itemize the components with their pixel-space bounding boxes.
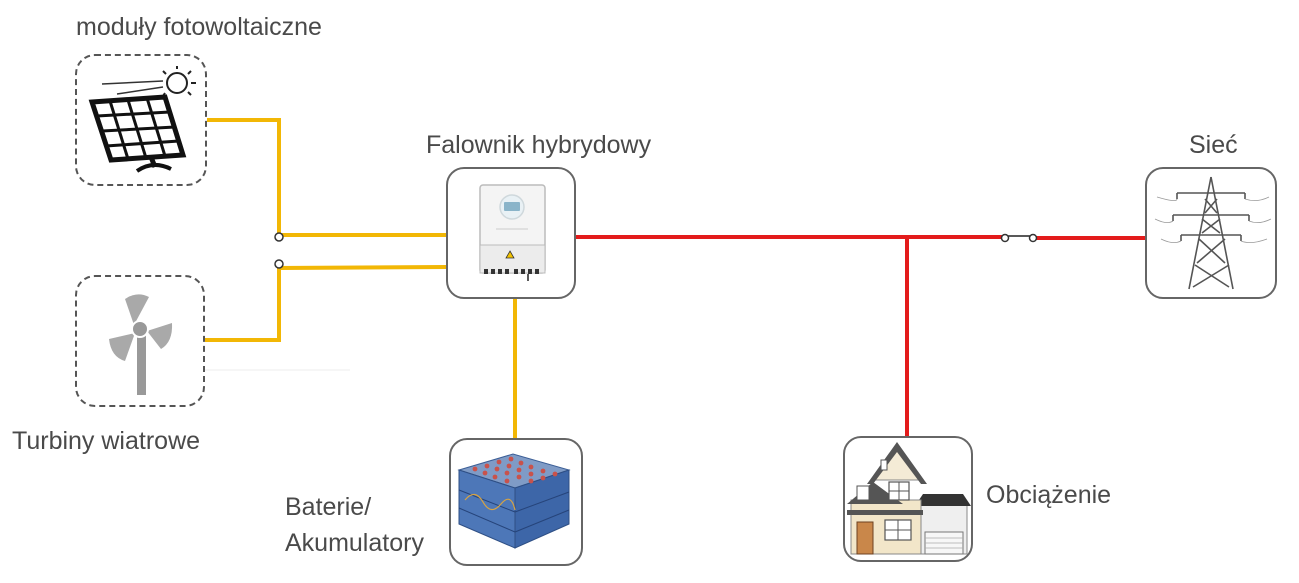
wind-to-inverter-line xyxy=(205,265,447,342)
grid-label: Sieć xyxy=(1189,131,1238,159)
dc-lines xyxy=(205,118,517,440)
wind-junction xyxy=(274,259,284,269)
grid-box[interactable] xyxy=(1145,167,1277,299)
hybrid-inverter-icon xyxy=(479,184,546,281)
pv-junction xyxy=(274,232,284,242)
house-icon xyxy=(847,442,971,555)
wind-turbine-box[interactable] xyxy=(75,275,205,407)
battery-bank-icon xyxy=(457,453,571,549)
pv-to-inverter-line xyxy=(205,118,446,237)
load-box[interactable] xyxy=(843,436,973,562)
inverter-box[interactable] xyxy=(446,167,576,299)
battery-box[interactable] xyxy=(449,438,583,566)
grid-switch xyxy=(1000,233,1038,243)
battery-label-line2: Akumulatory xyxy=(285,529,424,557)
solar-panel-icon xyxy=(88,66,196,173)
wind-turbine-icon xyxy=(109,294,173,395)
power-pylon-icon xyxy=(1154,176,1272,290)
pv-label: moduły fotowoltaiczne xyxy=(76,13,322,41)
inverter-label: Falownik hybrydowy xyxy=(426,131,652,159)
wind-label: Turbiny wiatrowe xyxy=(12,427,201,455)
pv-module-box[interactable] xyxy=(75,54,207,186)
battery-label-line1: Baterie/ xyxy=(285,493,372,521)
load-label: Obciążenie xyxy=(986,481,1112,509)
ac-lines xyxy=(574,235,1145,437)
